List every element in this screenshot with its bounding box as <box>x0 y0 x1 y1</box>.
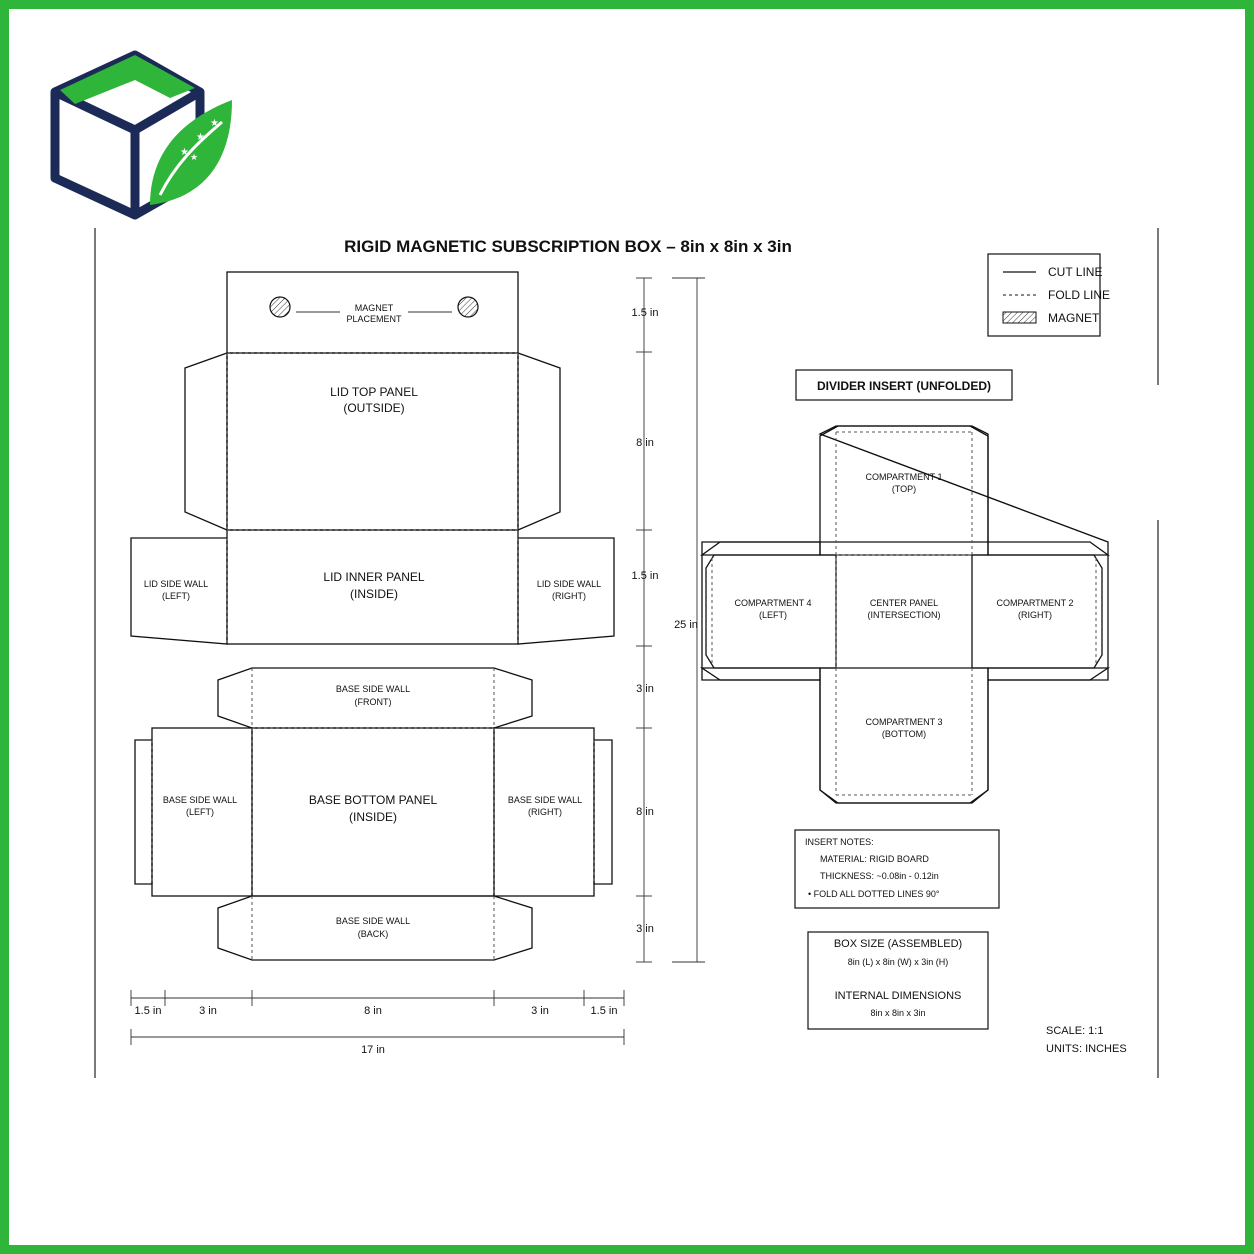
base-dieline: BASE SIDE WALL (FRONT) BASE BOTTOM PANEL… <box>134 667 613 961</box>
magnet-placement-label-2: PLACEMENT <box>346 314 402 324</box>
hdim-2: 3 in <box>199 1005 217 1017</box>
insert-title: DIVIDER INSERT (UNFOLDED) <box>817 379 991 393</box>
base-left-label-1: BASE SIDE WALL <box>163 795 237 805</box>
box-size-heading: BOX SIZE (ASSEMBLED) <box>834 938 962 950</box>
legend-cut-line: CUT LINE <box>1048 265 1102 279</box>
vdim-total: 25 in <box>674 619 698 631</box>
compartment-3-label-1: COMPARTMENT 3 <box>865 717 942 727</box>
vdim-5: 8 in <box>636 806 654 818</box>
compartment-4-label-2: (LEFT) <box>759 610 787 620</box>
lid-top-label-2: (OUTSIDE) <box>343 401 404 415</box>
drawing-title: RIGID MAGNETIC SUBSCRIPTION BOX – 8in x … <box>344 237 792 256</box>
legend: CUT LINE FOLD LINE MAGNET <box>987 253 1110 337</box>
lid-right-label-1: LID SIDE WALL <box>537 579 601 589</box>
lid-top-flap-left <box>184 352 228 531</box>
hdim-3: 8 in <box>364 1005 382 1017</box>
divider-insert: DIVIDER INSERT (UNFOLDED) COMPARTMENT 1 … <box>699 369 1111 804</box>
lid-left-label-2: (LEFT) <box>162 591 190 601</box>
notes-fold: • FOLD ALL DOTTED LINES 90° <box>808 889 940 899</box>
hdim-1: 1.5 in <box>135 1005 162 1017</box>
svg-text:★: ★ <box>196 132 205 143</box>
compartment-2-label-1: COMPARTMENT 2 <box>996 598 1073 608</box>
lid-side-wall-left <box>130 537 228 645</box>
lid-dieline: MAGNET PLACEMENT LID TOP PANEL (OUTSIDE)… <box>130 271 615 645</box>
base-left-label-2: (LEFT) <box>186 807 214 817</box>
compartment-3-panel <box>819 667 989 804</box>
base-front-label-2: (FRONT) <box>355 697 392 707</box>
lid-right-label-2: (RIGHT) <box>552 591 586 601</box>
base-back-label-1: BASE SIDE WALL <box>336 916 410 926</box>
lid-top-panel <box>226 352 519 531</box>
compartment-2-label-2: (RIGHT) <box>1018 610 1052 620</box>
magnet-placement-label-1: MAGNET <box>355 303 394 313</box>
base-front-label-1: BASE SIDE WALL <box>336 684 410 694</box>
center-label-2: (INTERSECTION) <box>868 610 941 620</box>
vdim-2: 8 in <box>636 437 654 449</box>
box-size-value: 8in (L) x 8in (W) x 3in (H) <box>848 957 949 967</box>
internal-value: 8in x 8in x 3in <box>870 1008 925 1018</box>
compartment-3-label-2: (BOTTOM) <box>882 729 926 739</box>
base-right-label-1: BASE SIDE WALL <box>508 795 582 805</box>
base-bottom-label-1: BASE BOTTOM PANEL <box>309 793 438 807</box>
vertical-dimensions: 1.5 in 8 in 1.5 in 3 in 8 in 3 in 25 in <box>632 277 705 963</box>
insert-title-box <box>795 369 1013 401</box>
svg-text:★: ★ <box>190 152 198 162</box>
legend-magnet: MAGNET <box>1048 311 1100 325</box>
svg-text:★: ★ <box>180 147 189 158</box>
base-back-wall <box>217 895 533 961</box>
units-label: UNITS: INCHES <box>1046 1043 1127 1055</box>
compartment-1-label-2: (TOP) <box>892 484 916 494</box>
hdim-4: 3 in <box>531 1005 549 1017</box>
notes-heading: INSERT NOTES: <box>805 837 874 847</box>
vdim-6: 3 in <box>636 923 654 935</box>
legend-fold-line: FOLD LINE <box>1048 288 1110 302</box>
lid-top-label-1: LID TOP PANEL <box>330 385 418 399</box>
lid-top-flap-right <box>517 352 561 531</box>
base-back-label-2: (BACK) <box>358 929 389 939</box>
vdim-4: 3 in <box>636 683 654 695</box>
magnet-right <box>457 296 479 318</box>
magnet-left <box>269 296 291 318</box>
lid-inner-label-1: LID INNER PANEL <box>323 570 424 584</box>
hdim-5: 1.5 in <box>591 1005 618 1017</box>
notes-material: MATERIAL: RIGID BOARD <box>820 854 929 864</box>
lid-inner-label-2: (INSIDE) <box>350 587 398 601</box>
box-size-box: BOX SIZE (ASSEMBLED) 8in (L) x 8in (W) x… <box>807 931 989 1030</box>
base-right-label-2: (RIGHT) <box>528 807 562 817</box>
base-bottom-label-2: (INSIDE) <box>349 810 397 824</box>
compartment-4-label-1: COMPARTMENT 4 <box>734 598 811 608</box>
vdim-1: 1.5 in <box>632 307 659 319</box>
horizontal-dimensions: 1.5 in 3 in 8 in 3 in 1.5 in 17 in <box>130 990 625 1056</box>
lid-side-wall-right <box>517 537 615 645</box>
center-label-1: CENTER PANEL <box>870 598 938 608</box>
cube-logo: ★ ★ ★ ★ <box>50 50 232 220</box>
svg-text:★: ★ <box>210 118 219 129</box>
lid-left-label-1: LID SIDE WALL <box>144 579 208 589</box>
hdim-total: 17 in <box>361 1044 385 1056</box>
compartment-1-label-1: COMPARTMENT 1 <box>865 472 942 482</box>
internal-heading: INTERNAL DIMENSIONS <box>835 990 962 1002</box>
notes-thickness: THICKNESS: ~0.08in - 0.12in <box>820 871 939 881</box>
scale-label: SCALE: 1:1 <box>1046 1025 1103 1037</box>
insert-notes: INSERT NOTES: MATERIAL: RIGID BOARD THIC… <box>794 829 1000 909</box>
vdim-3: 1.5 in <box>632 570 659 582</box>
